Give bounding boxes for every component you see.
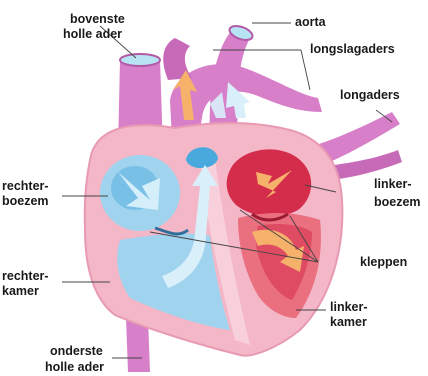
label-rechterboezem-1: rechter- [2,179,49,193]
label-rechterkamer-2: kamer [2,284,39,298]
left-atrium [227,149,312,216]
label-onderste-holle-ader-1: onderste [50,344,103,358]
label-linkerkamer-1: linker- [330,300,368,314]
label-rechterkamer-1: rechter- [2,269,49,283]
label-bovenste-holle-ader-2: holle ader [63,27,122,41]
label-bovenste-holle-ader-1: bovenste [70,12,125,26]
label-longaders: longaders [340,88,400,102]
label-linkerboezem-2: boezem [374,195,421,209]
superior-vena-cava-opening [120,54,160,66]
label-longslagaders: longslagaders [310,42,395,56]
label-linkerkamer-2: kamer [330,315,367,329]
label-rechterboezem-2: boezem [2,194,49,208]
label-linkerboezem-1: linker- [374,177,412,191]
label-kleppen: kleppen [360,255,407,269]
label-onderste-holle-ader-2: holle ader [45,360,104,374]
label-aorta: aorta [295,15,327,29]
